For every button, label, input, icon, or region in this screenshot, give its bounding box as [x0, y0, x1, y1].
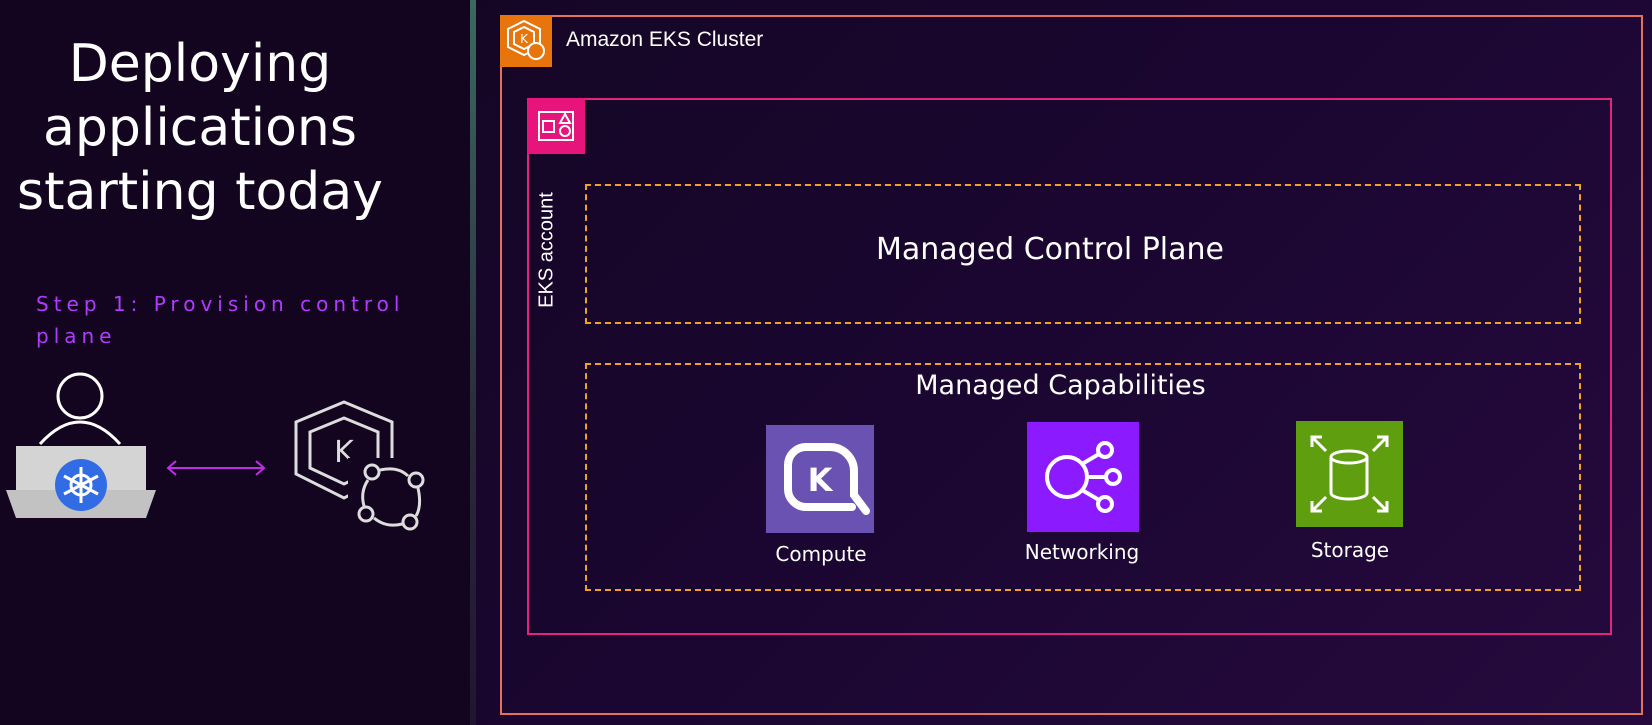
eks-account-label: EKS account	[535, 192, 558, 308]
svg-text:K: K	[520, 32, 529, 46]
control-plane-box	[585, 184, 1581, 324]
eks-icon: K	[507, 19, 545, 60]
eks-account-box	[527, 98, 1612, 635]
double-arrow-icon	[166, 460, 266, 476]
capabilities-title: Managed Capabilities	[915, 370, 1206, 401]
networking-label: Networking	[1024, 540, 1140, 564]
storage-tile	[1296, 421, 1403, 532]
eks-account-badge	[527, 98, 585, 154]
shapes-icon	[538, 111, 574, 141]
eks-cluster-label: Amazon EKS Cluster	[566, 28, 764, 51]
capabilities-box	[585, 363, 1581, 591]
eks-cluster-box	[500, 15, 1643, 715]
storage-label: Storage	[1310, 538, 1390, 562]
compute-label: Compute	[775, 542, 867, 566]
title-line-1: Deploying	[68, 34, 332, 94]
control-plane-title: Managed Control Plane	[875, 232, 1224, 267]
storage-icon	[1296, 421, 1403, 527]
networking-icon	[1027, 422, 1139, 532]
networking-tile	[1027, 422, 1139, 537]
title-line-3: starting today	[17, 162, 383, 222]
eks-control-plane-icon: K	[294, 400, 428, 534]
compute-tile: K	[766, 425, 874, 538]
step-text: Step 1: Provision control plane	[36, 292, 405, 348]
kro-k-icon: K	[766, 425, 874, 533]
slide-title: Deploying applications starting today	[0, 32, 400, 224]
user-laptop-icon	[6, 372, 156, 518]
eks-cluster-badge: K	[500, 15, 552, 67]
left-panel	[0, 0, 470, 725]
svg-text:K: K	[808, 461, 834, 499]
title-line-2: applications	[43, 98, 357, 158]
panel-divider	[470, 0, 476, 725]
